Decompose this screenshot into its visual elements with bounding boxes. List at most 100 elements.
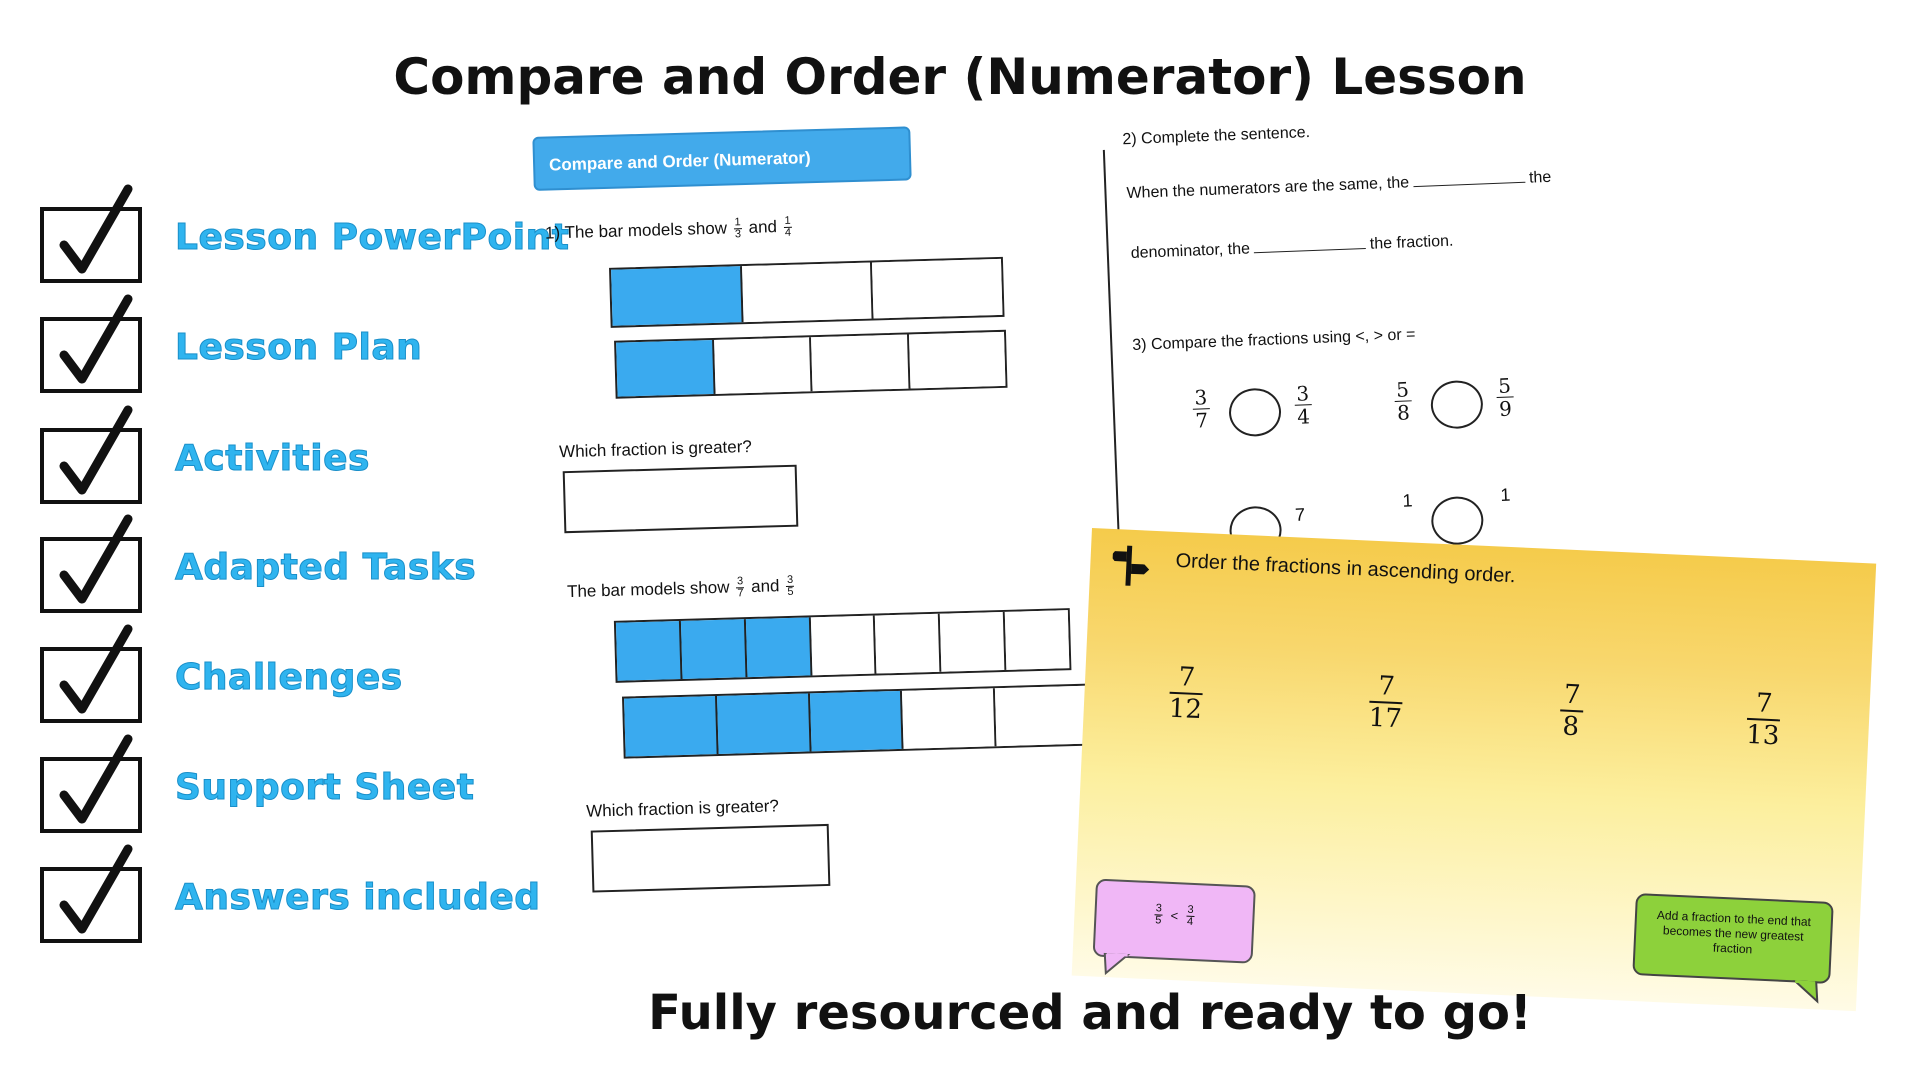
question-3-heading: 3) Compare the fractions using <, > or =: [1132, 326, 1416, 354]
checklist-item: Adapted Tasks: [40, 514, 560, 613]
checklist-label: Adapted Tasks: [174, 547, 477, 589]
and-word: and: [750, 576, 780, 596]
sentence-line-2: denominator, the the fraction.: [1131, 233, 1454, 263]
checkmark-icon: [59, 844, 133, 934]
checklist-label: Challenges: [175, 657, 403, 699]
partial-fraction: 1: [1402, 490, 1413, 511]
checkmark-icon: [59, 514, 133, 604]
checklist-label: Lesson Plan: [174, 327, 423, 369]
sentence-start-2: denominator, the: [1130, 240, 1251, 262]
sentence-end-2: the fraction.: [1369, 232, 1454, 253]
bar-cell-shaded: [716, 693, 812, 754]
bar-cell-shaded: [809, 690, 904, 752]
checklist-item: Answers included: [40, 844, 560, 943]
sentence-end: the: [1528, 168, 1552, 187]
bar-model-thirds: [609, 256, 1005, 328]
bar-cell-empty: [810, 615, 877, 676]
checkbox: [40, 844, 142, 943]
worksheet-compare: 2) Complete the sentence. When the numer…: [1102, 107, 1678, 556]
sentence-line-1: When the numerators are the same, the the: [1126, 169, 1551, 203]
bar-cell-shaded: [680, 619, 748, 679]
checklist-item: Lesson Plan: [40, 294, 560, 393]
worksheet-header: Compare and Order (Numerator): [532, 126, 912, 191]
partial-fraction: 7: [1294, 504, 1306, 525]
bar-cell-empty: [713, 337, 813, 394]
bar-model-fifths: [621, 683, 1090, 759]
checkbox: [40, 294, 142, 393]
and-word: and: [748, 217, 778, 237]
bar-cell-empty: [1004, 610, 1070, 670]
checklist-item: Lesson PowerPoint: [40, 184, 569, 283]
bar-model-sevenths: [613, 608, 1072, 683]
bubble-tail: [1791, 980, 1819, 1004]
bar-cell-shaded: [611, 266, 744, 326]
bar-cell-empty: [940, 611, 1007, 672]
checklist-label: Lesson PowerPoint: [174, 217, 570, 259]
footer-tagline: Fully resourced and ready to go!: [648, 985, 1532, 1041]
worksheet-bar-models: Compare and Order (Numerator) 1) The bar…: [530, 109, 1114, 984]
question-2-prompt: The bar models show: [566, 577, 730, 602]
checklist-item: Support Sheet: [40, 734, 560, 833]
bar-cell-empty: [811, 334, 911, 392]
bar-cell-empty: [741, 262, 874, 323]
checkmark-icon: [59, 624, 133, 714]
checkbox: [40, 184, 142, 283]
answer-box-1[interactable]: [562, 464, 799, 534]
checkmark-icon: [59, 405, 133, 495]
bar-cell-shaded: [624, 696, 719, 757]
bar-model-quarters: [614, 329, 1008, 399]
bar-cell-empty: [908, 331, 1006, 389]
bar-cell-shaded: [616, 339, 716, 397]
partial-fraction: 1: [1499, 484, 1511, 505]
ordering-slide: Order the fractions in ascending order. …: [1071, 528, 1877, 1012]
challenge-bubble: Add a fraction to the end that becomes t…: [1632, 893, 1834, 984]
bar-cell-empty: [875, 613, 942, 674]
compare-circle-1[interactable]: [1228, 387, 1282, 438]
less-than-sign: <: [1170, 907, 1179, 924]
page-title: Compare and Order (Numerator) Lesson: [393, 48, 1527, 106]
bar-cell-shaded: [745, 617, 813, 678]
checklist-label: Answers included: [175, 877, 541, 919]
checkmark-icon: [59, 184, 133, 274]
checkbox: [40, 624, 142, 723]
checkbox: [40, 734, 142, 833]
blank-2[interactable]: [1254, 247, 1367, 254]
sentence-start: When the numerators are the same, the: [1126, 174, 1410, 203]
checkmark-icon: [59, 294, 133, 384]
compare-circle-4[interactable]: [1430, 495, 1485, 546]
compare-circle-2[interactable]: [1429, 379, 1484, 430]
checklist-label: Support Sheet: [174, 767, 475, 809]
signpost-icon: [1111, 545, 1150, 586]
slide-title: Order the fractions in ascending order.: [1175, 549, 1516, 588]
page-divider: [1102, 149, 1121, 550]
checklist-item: Activities: [40, 405, 560, 504]
checklist-item: Challenges: [40, 624, 560, 723]
checklist-label: Activities: [175, 438, 370, 480]
checkmark-icon: [59, 734, 133, 824]
bar-cell-empty: [995, 685, 1088, 747]
blank-1[interactable]: [1413, 181, 1526, 188]
question-2-heading: 2) Complete the sentence.: [1122, 124, 1311, 149]
checkbox: [40, 514, 142, 613]
bar-cell-empty: [872, 258, 1003, 319]
answer-box-2[interactable]: [590, 823, 831, 893]
question-1-ask: Which fraction is greater?: [558, 436, 753, 462]
bar-cell-shaded: [615, 620, 683, 681]
bubble-tail: [1103, 952, 1132, 976]
